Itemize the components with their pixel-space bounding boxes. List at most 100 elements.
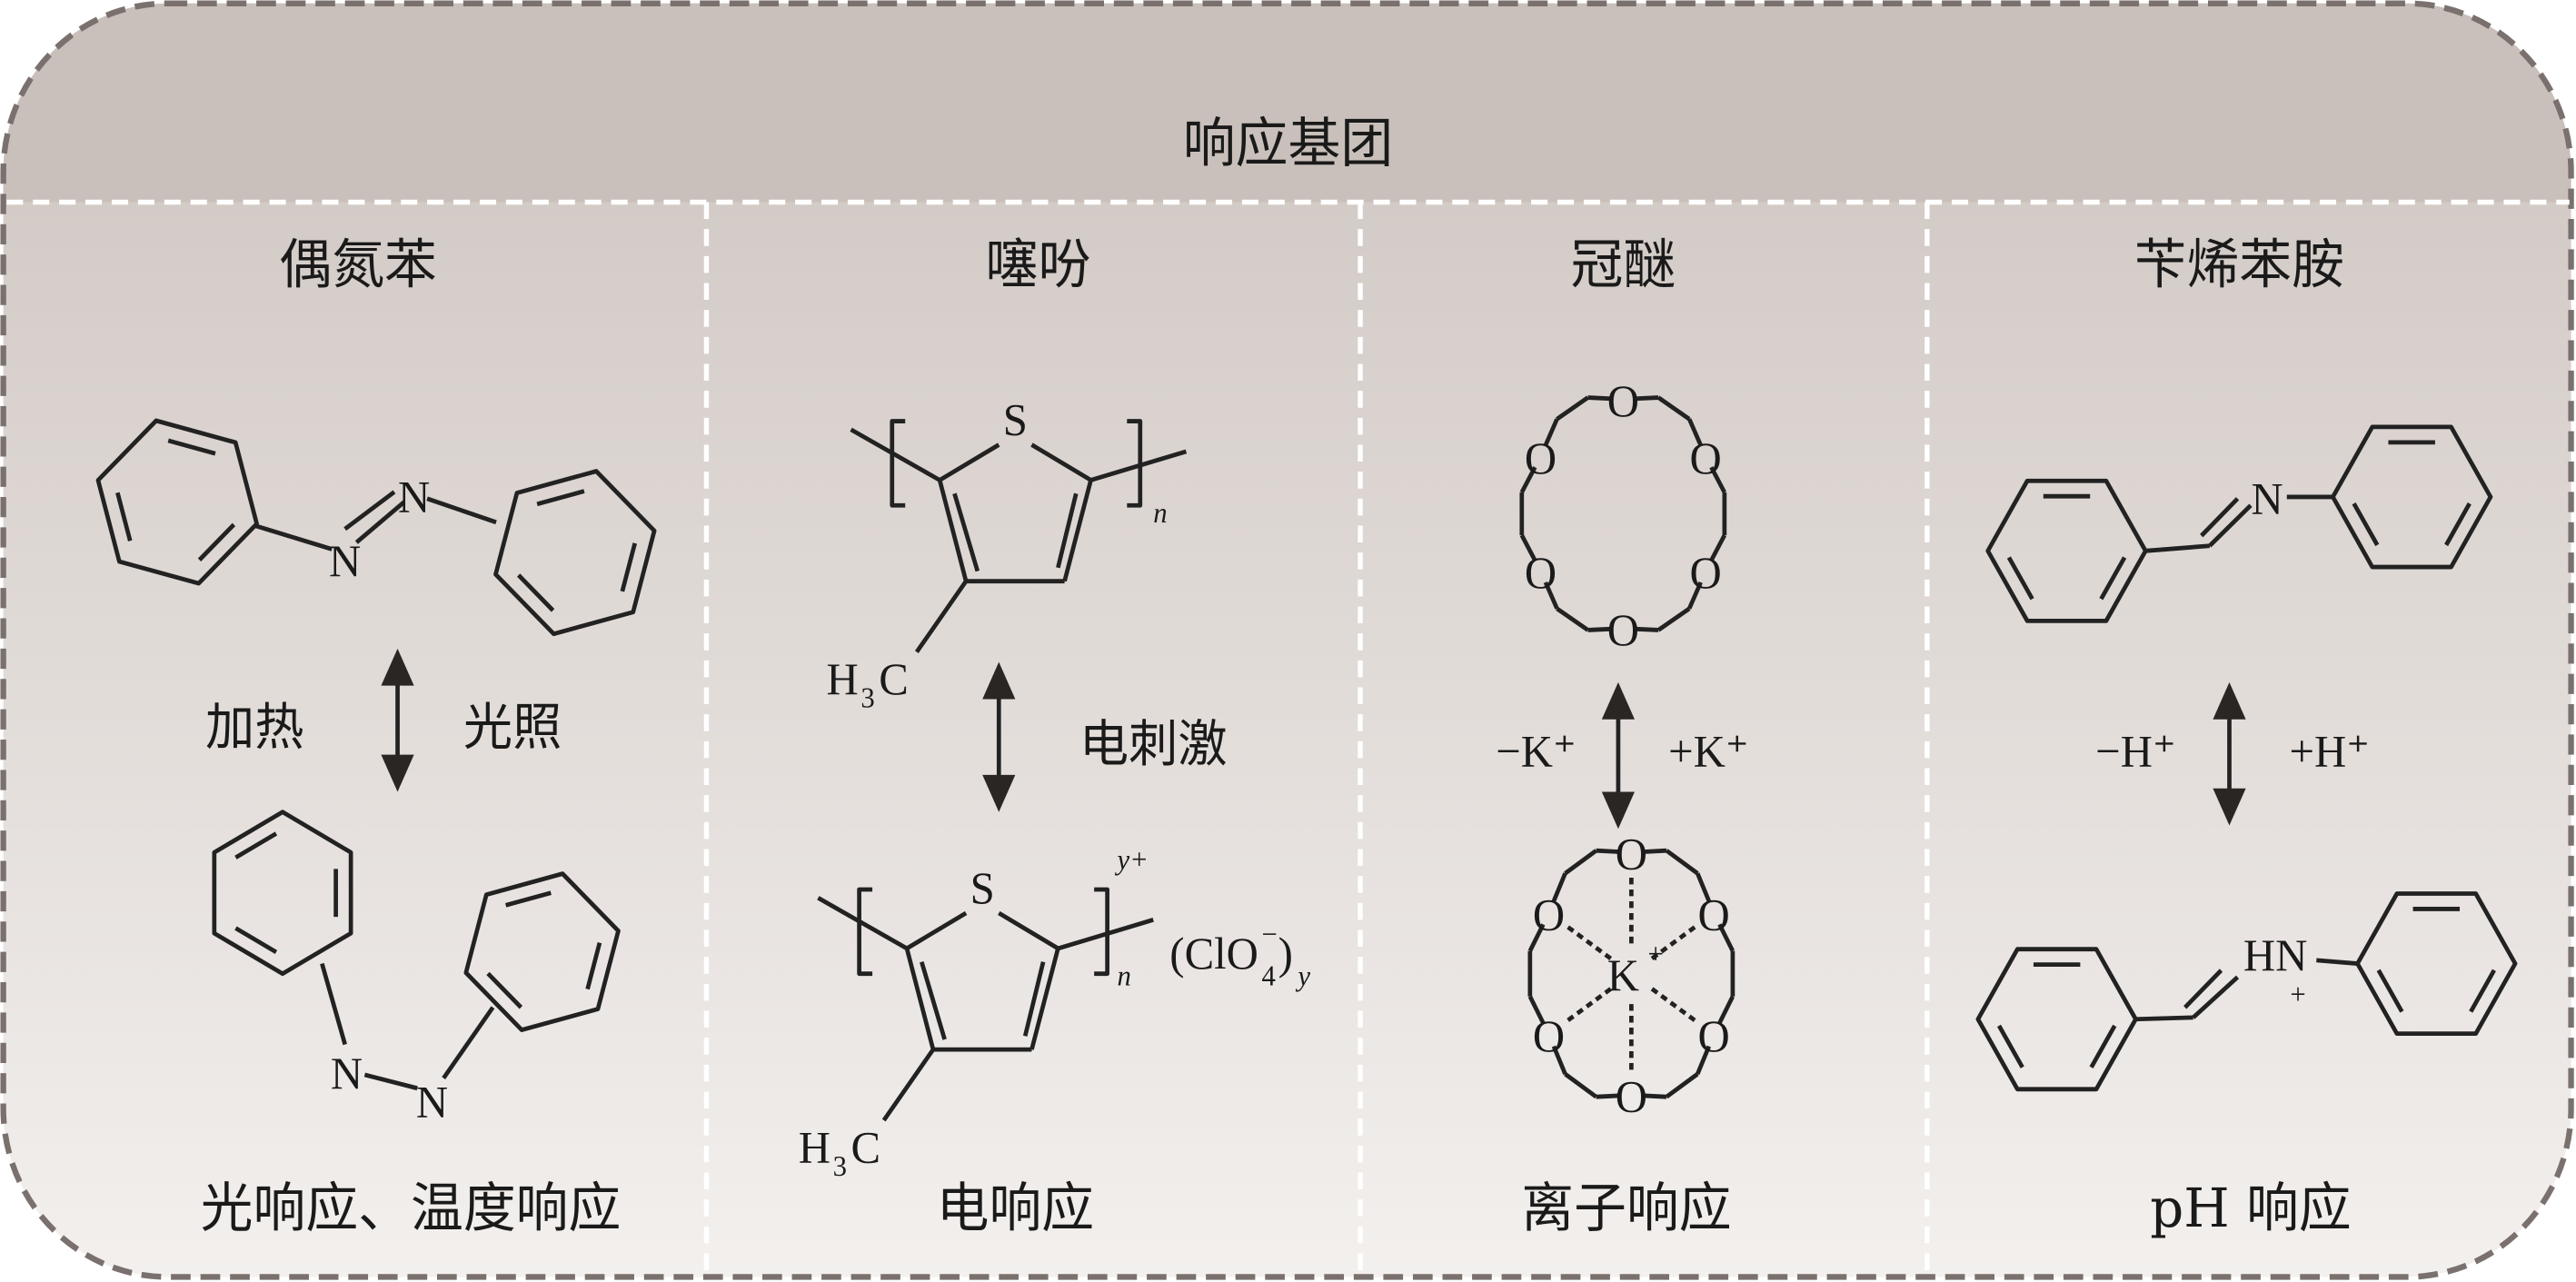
- arrow-up-icon: [1601, 681, 1635, 720]
- aromatic-double-bond: [505, 890, 552, 908]
- bond: [1527, 923, 1546, 952]
- potassium-ion: K +: [1607, 938, 1664, 1000]
- repeat-bracket: [1094, 887, 1109, 977]
- svg-text:y: y: [1295, 959, 1310, 991]
- svg-text:−: −: [1262, 918, 1278, 949]
- bond: [1709, 534, 1726, 561]
- arrow-up-icon: [381, 648, 414, 686]
- bond: [1696, 872, 1711, 902]
- repeat-n: n: [1153, 496, 1167, 528]
- bond: [1527, 995, 1546, 1025]
- condition-electric: 电刺激: [1079, 714, 1228, 773]
- bond: [1665, 1072, 1699, 1099]
- atom-plus: +: [2290, 979, 2305, 1010]
- bond: [1686, 418, 1703, 447]
- atom-o: O: [1525, 432, 1557, 483]
- atom-s: S: [1003, 394, 1028, 445]
- header-title: 响应基团: [1183, 112, 1393, 174]
- benzene-ring: [95, 418, 259, 586]
- bond: [2135, 1015, 2193, 1022]
- bond: [850, 427, 941, 482]
- benzene-ring: [1985, 478, 2148, 623]
- aromatic-double-bond: [2352, 502, 2380, 547]
- bond: [1633, 395, 1659, 402]
- bond: [1551, 1045, 1567, 1076]
- condition-heat: 加热: [205, 698, 303, 757]
- response-label-azobenzene: 光响应、温度响应: [201, 1177, 622, 1239]
- aromatic-double-bond: [2089, 1024, 2117, 1068]
- perchlorate-counter-ion: (ClO 4 − ) y: [1169, 918, 1310, 992]
- panel-title-crown-ether: 冠醚: [1571, 234, 1676, 296]
- bond: [1709, 466, 1726, 494]
- atom-o: O: [1690, 548, 1722, 599]
- svg-text:4: 4: [1262, 959, 1277, 991]
- double-bond: [920, 961, 947, 1040]
- svg-text:H: H: [799, 1122, 830, 1173]
- bond: [363, 1072, 418, 1091]
- bond: [1519, 534, 1537, 561]
- aromatic-double-bond: [197, 522, 236, 561]
- atom-o: O: [1616, 1071, 1647, 1122]
- bond: [1543, 418, 1559, 447]
- atom-o: O: [1698, 889, 1730, 940]
- bond: [1656, 606, 1691, 632]
- bond: [1556, 395, 1589, 422]
- bond: [1029, 948, 1060, 1050]
- methyl-label: H 3 C: [826, 653, 908, 713]
- panel-title-benzylideneaniline: 苄烯苯胺: [2134, 234, 2344, 296]
- aromatic-double-bond: [167, 438, 216, 456]
- coordination-bond: [1564, 987, 1613, 1025]
- bond: [2145, 543, 2210, 553]
- atom-n: N: [416, 1077, 448, 1128]
- bond: [2316, 958, 2358, 966]
- bond: [1596, 848, 1621, 855]
- benzene-ring: [1975, 947, 2138, 1092]
- response-label-crown-ether: 离子响应: [1521, 1177, 1731, 1239]
- bond: [937, 479, 969, 582]
- svg-text:3: 3: [833, 1150, 847, 1182]
- bond: [1519, 466, 1537, 494]
- atom-s: S: [970, 862, 995, 913]
- atom-o: O: [1690, 432, 1722, 483]
- aromatic-double-bond: [2006, 556, 2034, 601]
- condition-remove-k: −K⁺: [1496, 726, 1576, 777]
- atom-n: N: [331, 1048, 363, 1098]
- bond: [442, 1006, 495, 1080]
- atom-n: N: [2251, 473, 2283, 524]
- aromatic-double-bond: [517, 573, 555, 612]
- arrow-up-icon: [2213, 681, 2246, 720]
- bond: [354, 500, 406, 544]
- repeat-bracket: [1127, 419, 1143, 508]
- repeat-bracket: [890, 419, 906, 508]
- coordination-bond: [1650, 987, 1699, 1025]
- bond: [817, 896, 909, 950]
- aromatic-double-bond: [2376, 969, 2404, 1013]
- arrow-down-icon: [381, 754, 414, 792]
- aromatic-double-bond: [536, 489, 585, 507]
- atom-o: O: [1533, 889, 1565, 940]
- svg-text:+: +: [1647, 938, 1663, 969]
- bond: [1633, 626, 1659, 632]
- bond: [2192, 975, 2240, 1019]
- svg-text:C: C: [851, 1122, 881, 1173]
- methyl-label: H 3 C: [799, 1122, 880, 1182]
- svg-text:3: 3: [860, 681, 874, 713]
- bond: [254, 523, 333, 552]
- atom-o: O: [1533, 1010, 1565, 1061]
- aromatic-double-bond: [234, 926, 278, 955]
- atom-n: N: [329, 536, 361, 587]
- bond: [1564, 1072, 1598, 1099]
- bond: [1587, 626, 1613, 632]
- condition-add-k: +K⁺: [1668, 726, 1749, 777]
- benzene-ring: [493, 469, 657, 637]
- double-bond: [952, 492, 980, 572]
- bond: [1062, 479, 1093, 582]
- atom-o: O: [1607, 375, 1639, 426]
- svg-text:C: C: [879, 653, 909, 704]
- atom-o: O: [1607, 605, 1639, 656]
- svg-text:K: K: [1607, 950, 1640, 1001]
- condition-light: 光照: [463, 698, 562, 757]
